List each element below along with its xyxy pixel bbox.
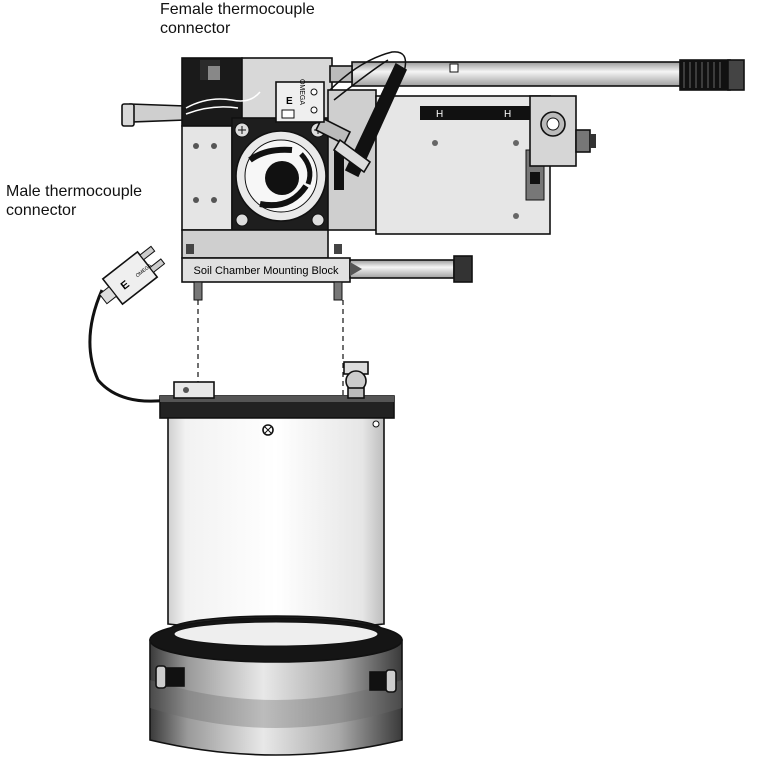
female-label-line1: Female thermocouple <box>160 1 315 18</box>
thumb-screw-right <box>369 669 397 693</box>
female-type-text: E <box>286 96 293 107</box>
female-thermocouple-connector: OMEGA E <box>275 79 325 123</box>
male-thermocouple-connector: E OMEGA <box>88 245 169 403</box>
female-thermocouple-connector-label: Female thermocouple connector <box>160 0 315 38</box>
mounting-block-label: Soil Chamber Mounting Block <box>194 265 339 277</box>
female-label-line2: connector <box>160 20 231 37</box>
svg-text:H: H <box>504 109 511 120</box>
svg-text:H: H <box>436 109 443 120</box>
soil-chamber <box>149 361 403 756</box>
female-brand-text: OMEGA <box>298 79 305 105</box>
male-label-line2: connector <box>6 202 77 219</box>
thumb-screw-left <box>155 665 185 689</box>
analyzer-head: H H OMEGA E <box>121 51 745 301</box>
male-thermocouple-connector-label: Male thermocouple connector <box>6 182 142 220</box>
male-label-line1: Male thermocouple <box>6 183 143 200</box>
